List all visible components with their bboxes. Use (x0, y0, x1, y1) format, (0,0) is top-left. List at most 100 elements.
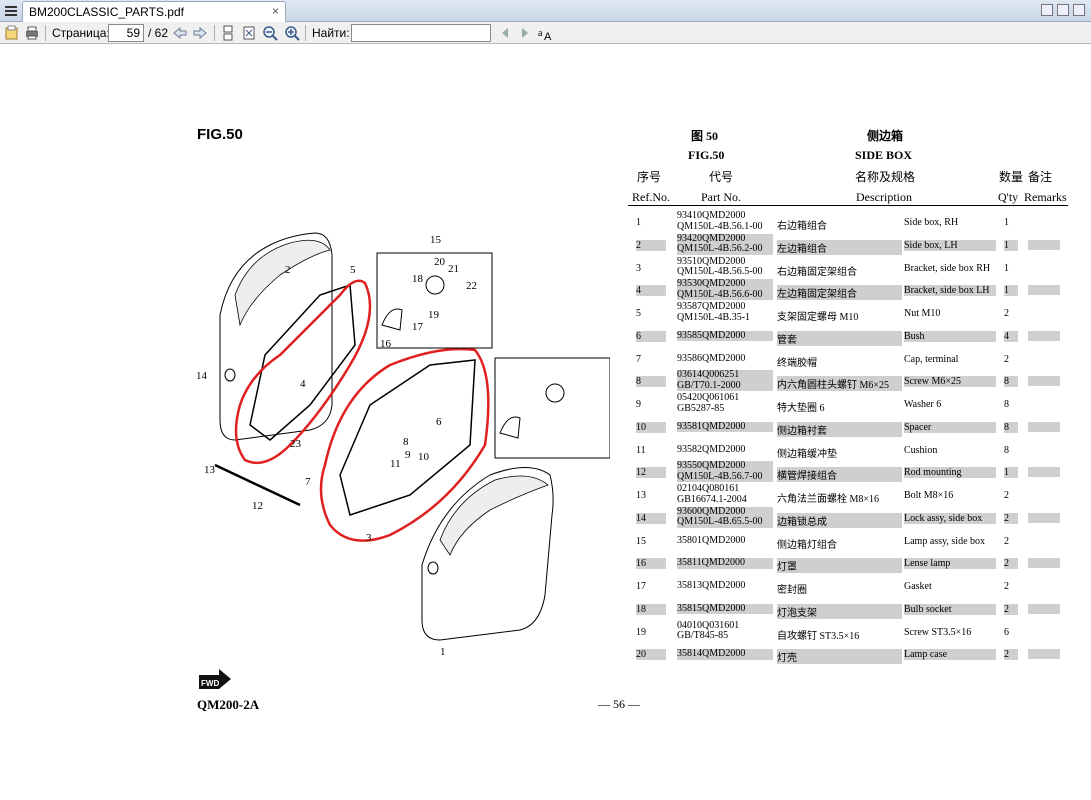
next-page-icon[interactable] (192, 25, 208, 41)
callout: 17 (412, 321, 424, 333)
col-rem-en: Remarks (1024, 190, 1067, 204)
cell-description: Side box, LH (904, 239, 996, 251)
cell-qty: 2 (1004, 649, 1018, 661)
toolbar-separator (45, 25, 46, 41)
find-next-icon[interactable] (517, 25, 533, 41)
cell-remarks (1028, 421, 1060, 432)
callout: 20 (434, 256, 446, 268)
continuous-view-icon[interactable] (220, 25, 236, 41)
cell-name-cn: 左边箱组合 (777, 239, 902, 255)
find-label: Найти: (312, 26, 350, 40)
cell-qty: 1 (1004, 285, 1018, 297)
cell-ref: 16 (636, 558, 666, 570)
cell-remarks (1028, 467, 1060, 478)
fwd-logo: FWD (199, 669, 231, 689)
part-no-primary: 93550QMD2000 (677, 461, 773, 472)
cell-qty: 1 (1004, 467, 1018, 479)
cell-qty: 1 (1004, 262, 1009, 274)
cell-remarks (1028, 603, 1060, 614)
callout: 9 (405, 449, 411, 461)
page-number-input[interactable]: 59 (108, 24, 144, 42)
cell-ref: 12 (636, 467, 666, 479)
cell-ref: 11 (636, 444, 646, 456)
pdf-page: FIG.50 (0, 45, 1091, 800)
col-part-cn: 代号 (709, 170, 734, 184)
svg-text:a: a (538, 28, 543, 39)
document-viewport[interactable]: FIG.50 (0, 45, 1091, 800)
cell-ref: 10 (636, 421, 666, 433)
part-no-primary: 93420QMD2000 (677, 233, 773, 245)
cell-remarks (1028, 399, 1060, 409)
previous-page-icon[interactable] (172, 25, 188, 41)
col-part-en: Part No. (701, 190, 741, 204)
cell-name-cn: 右边箱组合 (777, 221, 827, 232)
part-no-secondary: QM150L-4B.65.5-00 (677, 517, 773, 528)
cell-name-cn: 灯壳 (777, 649, 902, 665)
cell-name-cn: 左边箱固定架组合 (777, 285, 902, 301)
page-total: / 62 (148, 26, 169, 40)
print-icon[interactable] (24, 25, 40, 41)
part-no-primary: 35815QMD2000 (677, 603, 773, 615)
cell-name-cn: 横管焊接组合 (777, 467, 902, 483)
cell-qty: 8 (1004, 444, 1009, 456)
cell-ref: 7 (636, 353, 641, 365)
cell-name-cn: 六角法兰面螺栓 M8×16 (777, 494, 880, 505)
cell-ref: 5 (636, 308, 641, 319)
callout: 18 (412, 273, 424, 285)
cell-qty: 2 (1004, 535, 1009, 547)
cell-description: Bulb socket (904, 603, 996, 615)
part-no-secondary: QM150L-4B.56.2-00 (677, 244, 773, 255)
col-qty-en: Q'ty (998, 190, 1019, 204)
cell-qty: 8 (1004, 399, 1009, 410)
lock-icon (427, 561, 439, 575)
find-input[interactable] (351, 24, 491, 42)
zoom-out-icon[interactable] (262, 25, 278, 41)
part-no-primary: 93582QMD2000 (677, 443, 746, 455)
cell-description: Lense lamp (904, 558, 996, 570)
cell-description: Bracket, side box RH (904, 262, 991, 274)
callout: 4 (300, 378, 306, 390)
part-no-secondary: QM150L-4B.56.5-00 (677, 266, 763, 277)
hamburger-menu-icon[interactable] (3, 3, 19, 19)
cell-ref: 3 (636, 262, 641, 274)
lens-lamp-icon (381, 308, 403, 331)
open-file-icon[interactable] (4, 25, 20, 41)
cell-part-no: 93585QMD2000 (677, 330, 773, 342)
cell-remarks (1028, 376, 1060, 387)
bracket-right (339, 359, 476, 516)
fit-page-icon[interactable] (241, 25, 257, 41)
zoom-in-icon[interactable] (284, 25, 300, 41)
cell-qty: 1 (1004, 217, 1009, 228)
cell-name-cn: 密封圈 (777, 585, 807, 596)
part-no-secondary: GB16674.1-2004 (677, 493, 747, 505)
title-bar: BM200CLASSIC_PARTS.pdf × (0, 0, 1091, 22)
red-highlight-right (319, 347, 490, 542)
find-previous-icon[interactable] (497, 25, 513, 41)
tab-close-icon[interactable]: × (271, 4, 279, 18)
cell-ref: 20 (636, 649, 666, 661)
callout: 16 (380, 338, 392, 350)
maximize-icon[interactable] (1057, 4, 1069, 16)
cell-qty: 2 (1004, 603, 1018, 615)
cell-part-no: 93581QMD2000 (677, 421, 773, 433)
document-tab[interactable]: BM200CLASSIC_PARTS.pdf × (22, 1, 286, 22)
cell-ref: 8 (636, 376, 666, 388)
close-window-icon[interactable] (1073, 4, 1085, 16)
callout: 15 (430, 234, 442, 246)
minimize-icon[interactable] (1041, 4, 1053, 16)
part-no-secondary: QM150L-4B.35-1 (677, 311, 751, 323)
cell-name-cn: 自攻螺钉 ST3.5×16 (777, 630, 860, 642)
